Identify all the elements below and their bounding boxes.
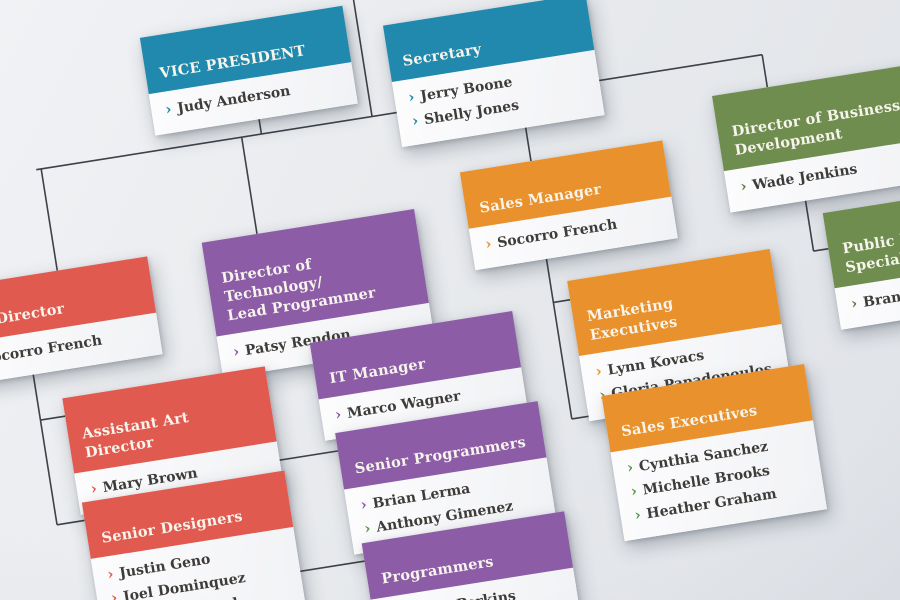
- connector-stub-senior-designers: [56, 519, 88, 526]
- chevron-right-icon: ›: [164, 99, 173, 119]
- connector-sales-branch-vertical: [542, 236, 573, 420]
- person-name: Brandon: [862, 284, 900, 311]
- chevron-right-icon: ›: [109, 588, 119, 600]
- connector-root-to-secretary-drop: [349, 0, 373, 117]
- card-title: Marketing Executives: [585, 294, 679, 344]
- chevron-right-icon: ›: [629, 481, 639, 501]
- person-name: Judy Anderson: [176, 83, 292, 117]
- chevron-right-icon: ›: [594, 361, 604, 381]
- chevron-right-icon: ›: [849, 293, 859, 313]
- chevron-right-icon: ›: [106, 564, 115, 584]
- connector-technology-drop: [240, 137, 258, 235]
- chevron-right-icon: ›: [359, 495, 369, 514]
- chevron-right-icon: ›: [231, 342, 241, 361]
- connector-bizdev-drop: [761, 54, 769, 88]
- card-title: Assistant Art Director: [80, 408, 191, 462]
- chevron-right-icon: ›: [410, 111, 420, 131]
- chevron-right-icon: ›: [89, 479, 99, 498]
- card-title: Secretary: [401, 40, 483, 70]
- chevron-right-icon: ›: [633, 505, 642, 525]
- chevron-right-icon: ›: [484, 234, 493, 254]
- connector-stub-marketing-exec: [553, 298, 573, 304]
- chevron-right-icon: ›: [739, 176, 748, 196]
- card-title: IT Manager: [328, 355, 427, 388]
- chevron-right-icon: ›: [625, 458, 635, 477]
- card-title: Public Relations Specialist: [841, 219, 900, 277]
- connector-stub-assistant-art: [40, 414, 69, 421]
- chevron-right-icon: ›: [363, 518, 372, 538]
- person-name: Wade Jenkins: [751, 161, 859, 194]
- person-name: Socorro French: [0, 332, 104, 368]
- person-name: Socorro French: [496, 216, 619, 252]
- chevron-right-icon: ›: [333, 405, 343, 424]
- chevron-right-icon: ›: [407, 87, 416, 107]
- connector-art-director-drop: [40, 168, 59, 271]
